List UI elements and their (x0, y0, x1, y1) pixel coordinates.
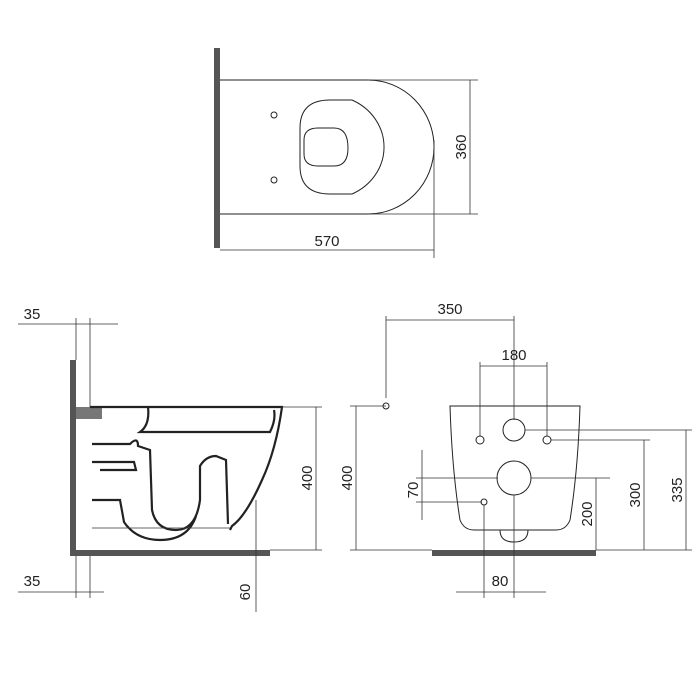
top-view: 360 570 (214, 48, 478, 258)
dim-label-bolt-spacing: 180 (501, 347, 526, 364)
front-view-bolt-hole (475, 435, 485, 445)
front-view-outlet-hole (496, 460, 532, 496)
dim-label-inlet-height: 70 (405, 482, 422, 499)
front-view-bolt-hole (542, 435, 552, 445)
front-view-bowl-outline (449, 405, 581, 531)
top-view-bolt-hole (270, 111, 278, 119)
side-view-inlet (92, 460, 138, 472)
dim-label-top-length: 570 (314, 233, 339, 250)
dim-label-outlet-width: 80 (492, 573, 509, 590)
dim-label-wall-top: 35 (24, 306, 41, 323)
side-view: 35 35 400 60 (18, 306, 322, 612)
side-view-trap (92, 439, 230, 532)
front-view: 350 180 400 70 200 300 335 80 (339, 301, 692, 598)
side-view-floor (70, 550, 270, 556)
dim-label-top-height: 335 (669, 477, 686, 502)
side-view-rim (136, 406, 276, 434)
top-view-wall (214, 48, 220, 248)
side-view-base (92, 498, 198, 542)
dim-label-side-height: 400 (299, 465, 316, 490)
dim-label-outlet-height: 300 (627, 482, 644, 507)
dim-label-front-height: 400 (339, 465, 356, 490)
side-view-bowl-outer (90, 405, 284, 531)
dim-label-fix-height: 200 (579, 501, 596, 526)
top-view-bolt-hole (270, 176, 278, 184)
side-view-wall (70, 360, 76, 556)
dim-label-floor-gap: 60 (237, 584, 254, 601)
dim-label-front-offset: 350 (437, 301, 462, 318)
top-view-seat-inner (299, 99, 385, 195)
front-view-inlet-hole (502, 418, 526, 442)
top-view-opening (303, 127, 349, 167)
dim-label-wall-bottom: 35 (24, 573, 41, 590)
dim-label-top-width: 360 (453, 134, 470, 159)
side-view-flange (76, 407, 102, 419)
